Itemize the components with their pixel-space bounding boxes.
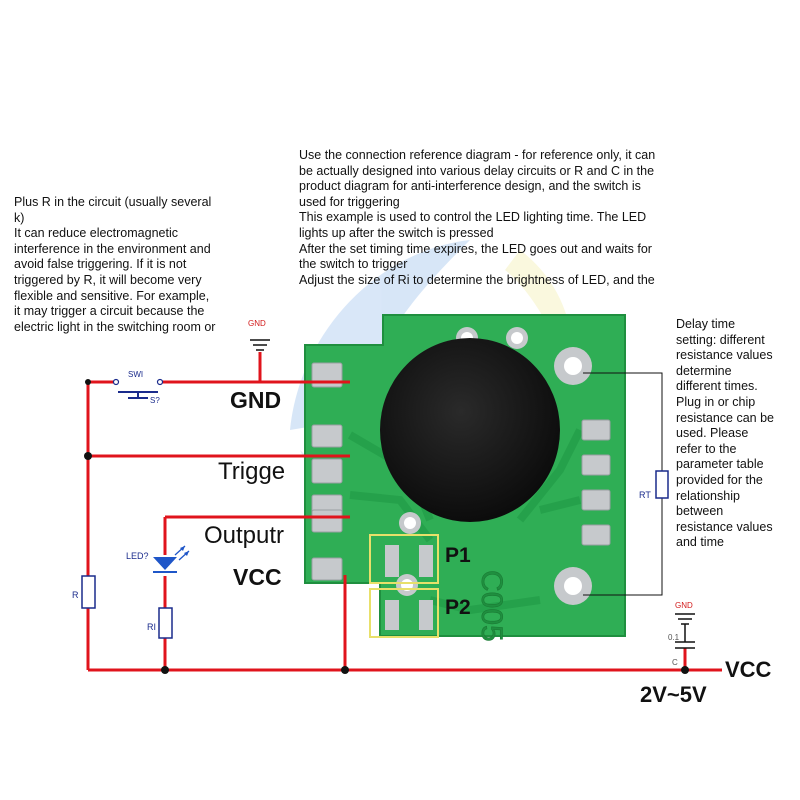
note-left: Plus R in the circuit (usually several k… <box>14 195 246 335</box>
note-top-line: Adjust the size of Ri to determine the b… <box>299 272 655 287</box>
resistor-r <box>81 575 96 609</box>
led-label: LED? <box>126 551 149 561</box>
resistor-rt-label: RT <box>639 490 651 500</box>
switch-ref-label: S? <box>150 396 160 405</box>
note-left-line: it may trigger a circuit because the <box>14 304 205 319</box>
note-right-line: provided for the <box>676 472 763 487</box>
pad-unused-1 <box>311 424 343 448</box>
note-left-line: triggered by R, it will become very <box>14 272 202 287</box>
capacitor <box>675 624 695 649</box>
note-right-line: determine <box>676 363 732 378</box>
note-right-line: parameter table <box>676 457 764 472</box>
pcb-board: C005 <box>304 314 626 642</box>
wires <box>86 352 722 672</box>
note-top-line: Use the connection reference diagram - f… <box>299 148 656 162</box>
push-switch <box>112 378 164 399</box>
note-left-line: k) <box>14 210 25 225</box>
pad-trigger <box>311 458 343 484</box>
epoxy-blob-ic <box>380 338 560 522</box>
switch-name-label: SWI <box>128 370 143 379</box>
note-top-line: used for triggering <box>299 194 400 209</box>
led-symbol <box>153 545 190 573</box>
supply-vcc-label: VCC <box>725 657 772 682</box>
resistor-ri-label: RI <box>147 622 156 632</box>
note-top-line: lights up after the switch is pressed <box>299 225 494 240</box>
note-top-line: This example is used to control the LED … <box>299 210 647 225</box>
pad-output <box>311 509 343 533</box>
pad-vcc <box>311 557 343 581</box>
note-left-line: electric light in the switching room or <box>14 319 216 334</box>
note-right-line: Plug in or chip <box>676 394 756 409</box>
note-top-line: the switch to trigger <box>299 257 408 272</box>
note-right-line: used. Please <box>676 426 749 441</box>
note-left-line: flexible and sensitive. For example, <box>14 288 210 303</box>
note-right-line: and time <box>676 535 724 550</box>
note-left-line: avoid false triggering. If it is not <box>14 257 187 272</box>
capacitor-name-label: C <box>672 658 678 667</box>
ground-symbol-right <box>675 613 695 625</box>
p2-highlight <box>369 588 439 638</box>
pad-label-p1: P1 <box>445 544 471 567</box>
capacitor-value-label: 0.1 <box>668 633 680 642</box>
note-left-line: It can reduce electromagnetic <box>14 226 178 241</box>
note-top: Use the connection reference diagram - f… <box>299 148 709 288</box>
note-right-line: resistance can be <box>676 410 774 425</box>
supply-range-label: 2V~5V <box>640 682 707 707</box>
note-right-line: refer to the <box>676 441 737 456</box>
note-left-line: interference in the environment and <box>14 241 211 256</box>
resistor-r-label: R <box>72 590 79 600</box>
note-right-line: Delay time <box>676 317 736 331</box>
pad-label-p2: P2 <box>445 596 471 619</box>
note-right-line: between <box>676 504 724 519</box>
note-top-line: After the set timing time expires, the L… <box>299 241 652 256</box>
note-right-line: different times. <box>676 379 758 394</box>
note-left-line: Plus R in the circuit (usually several <box>14 195 212 209</box>
board-marking: C005 <box>475 570 508 642</box>
gnd-label-top: GND <box>248 319 266 328</box>
ground-symbol-top <box>250 339 270 351</box>
resistor-ri <box>158 607 173 639</box>
solder-jumper-pads <box>385 545 433 630</box>
rt-leads <box>583 372 663 596</box>
p1-highlight <box>369 534 439 584</box>
pin-label-vcc: VCC <box>233 564 282 590</box>
note-right: Delay time setting: different resistance… <box>676 317 788 551</box>
note-top-line: be actually designed into various delay … <box>299 163 655 178</box>
pin-label-trigger: Trigge <box>218 458 285 485</box>
note-right-line: resistance values <box>676 348 773 363</box>
pin-label-gnd: GND <box>230 387 281 413</box>
note-right-line: relationship <box>676 488 740 503</box>
pin-label-output: Outputr <box>204 522 284 549</box>
note-top-line: product diagram for anti-interference de… <box>299 179 641 194</box>
gnd-label-right: GND <box>675 601 693 610</box>
resistor-rt <box>655 470 669 499</box>
note-right-line: resistance values <box>676 519 773 534</box>
junction-dots <box>84 379 689 674</box>
note-right-line: setting: different <box>676 332 765 347</box>
